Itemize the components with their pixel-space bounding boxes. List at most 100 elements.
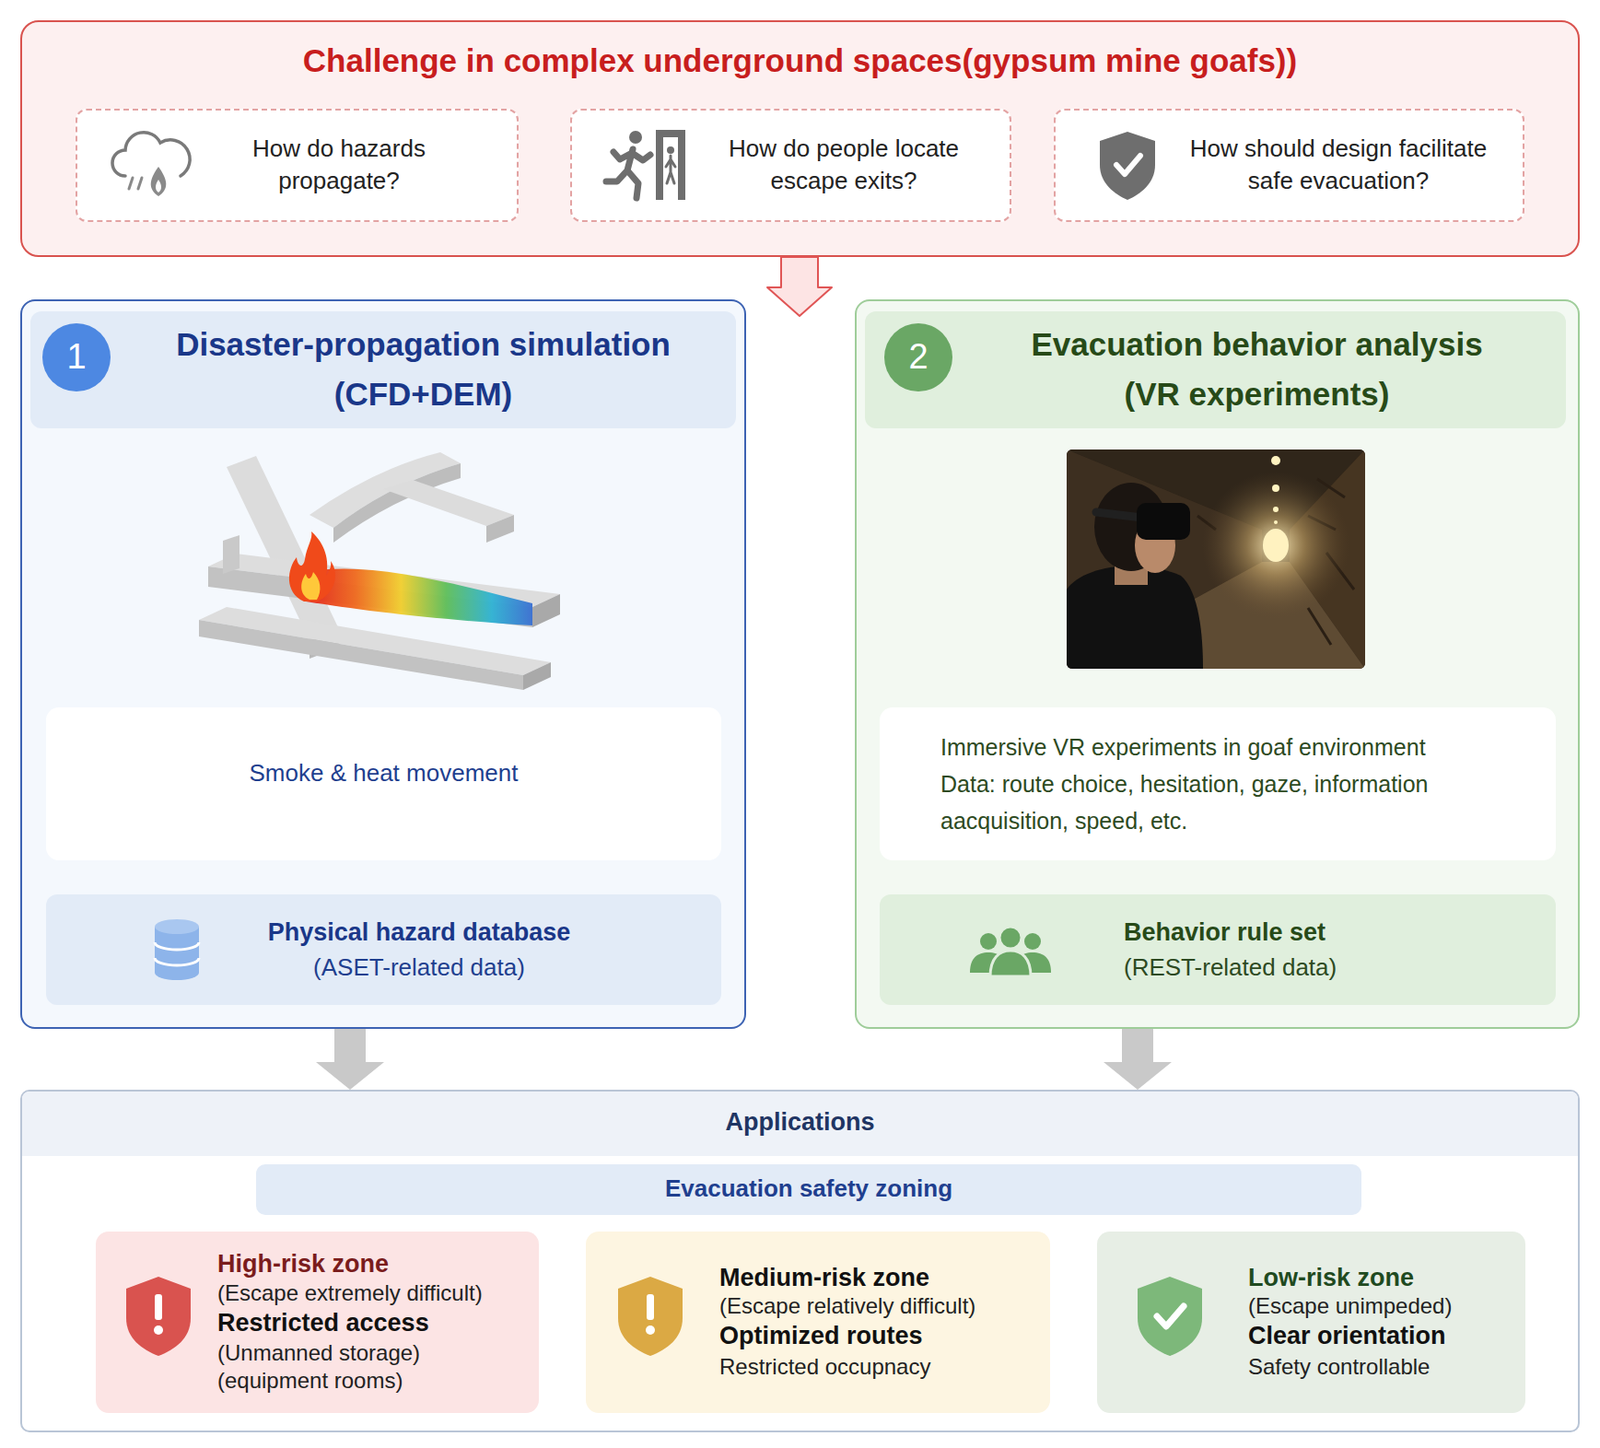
vr-experiment-photo-part [1094,482,1168,572]
circle-fill [42,323,111,392]
tunnel-cfd-illustration [198,452,561,690]
text-stack: Behavior rule set(REST-related data) [1123,914,1530,985]
vr-experiment-photo-part [1271,455,1281,466]
people-group-icon-part [1024,933,1041,950]
escape-runner-icon-part [666,146,675,154]
tunnel-cfd-illustration-part [289,531,336,602]
people-group-icon-part [990,950,1031,977]
vr-experiment-photo-part [1096,512,1143,518]
flow-block-arrow [1103,1028,1172,1090]
people-group-icon-part [969,952,1007,973]
tunnel-cfd-illustration-part [208,566,533,628]
box-text: How do people locate escape exits? [705,132,982,198]
tunnel-cfd-illustration-part [226,455,339,641]
box-text: Disaster-propagation simulation (CFD+DEM… [116,319,730,421]
text-stack: Physical hazard database(ASET-related da… [230,914,608,985]
vr-experiment-photo-part [1272,506,1279,513]
risk-zone-box: Medium-risk zone(Escape relatively diffi… [585,1231,1051,1414]
box-text: Restricted access [217,1307,534,1340]
tunnel-cfd-illustration-part [198,607,551,676]
rule-set-box: Behavior rule set(REST-related data) [879,894,1556,1005]
people-group-icon-part [999,926,1022,949]
box-text: Data: route choice, hesitation, gaze, in… [940,765,1549,840]
box-text: Medium-risk zone [719,1262,1044,1293]
text-stack: Low-risk zone(Escape unimpeded)Clear ori… [1248,1262,1520,1382]
vr-experiment-photo-part [1202,471,1350,619]
tunnel-cfd-illustration-part [222,535,240,574]
behavior-panel: Evacuation behavior analysis (VR experim… [854,299,1580,1029]
applications-panel: ApplicationsEvacuation safety zoningHigh… [20,1089,1580,1433]
result-box: Immersive VR experiments in goaf environ… [879,707,1556,861]
design-shield-icon-part [1116,155,1141,175]
step-number-circle: 1 [42,323,111,392]
box-text: (Escape relatively difficult) [719,1292,1044,1320]
text-stack: 1 [42,336,111,379]
escape-runner-icon-part [655,129,686,200]
tunnel-cfd-illustration-part [208,553,561,608]
question-box: How should design facilitate safe evacua… [1053,108,1525,222]
box-text: (Escape extremely difficult) [217,1279,534,1308]
vr-experiment-photo-part [1066,565,1203,669]
vr-experiment-photo-part [1134,517,1176,573]
tunnel-cfd-illustration-part [523,662,551,690]
database-icon-part [154,965,199,981]
high-risk-shield-part [154,1294,163,1320]
tunnel-cfd-illustration-part [383,479,514,526]
tunnel-cfd-illustration-part [486,514,514,543]
escape-runner-icon [606,129,686,200]
box-text: Evacuation safety zoning [256,1174,1362,1203]
medium-risk-shield [618,1276,683,1356]
tunnel-cfd-illustration-part [532,594,561,628]
high-risk-shield [126,1276,191,1356]
tunnel-cfd-illustration-part [333,463,461,543]
text-stack: Medium-risk zone(Escape relatively diffi… [719,1262,1044,1382]
risk-zone-box: Low-risk zone(Escape unimpeded)Clear ori… [1097,1231,1526,1414]
box-text: Evacuation behavior analysis (VR experim… [1015,319,1499,421]
low-risk-shield [1137,1276,1203,1356]
vr-experiment-photo-part [1066,449,1262,669]
box-text: Challenge in complex underground spaces(… [20,41,1580,81]
low-risk-shield-part [1137,1276,1203,1356]
box-text: How do hazards propagate? [205,132,473,198]
question-box: How do hazards propagate? [75,108,519,222]
escape-runner-icon-part [606,149,651,199]
box-text: (equipment rooms) [217,1366,534,1395]
box-text: (ASET-related data) [230,950,608,984]
zoning-band: Evacuation safety zoning [256,1164,1362,1215]
box-text: 1 [42,336,111,379]
text-stack: How do hazards propagate? [205,132,473,198]
medium-risk-shield-part [646,1294,655,1320]
hazard-cloud-icon [112,132,190,197]
high-risk-shield-part [153,1325,164,1335]
box-text: Safety controllable [1248,1352,1520,1381]
vr-experiment-photo-part [1262,528,1289,562]
vr-experiment-photo-part [1197,478,1355,645]
database-icon-part [154,926,199,973]
design-shield-icon [1099,131,1156,200]
circle-fill [884,323,953,392]
hazard-cloud-icon-part [151,166,167,197]
hazard-cloud-icon-part [112,132,190,176]
design-shield-icon-part [1099,131,1156,200]
people-group-icon [969,926,1052,977]
tunnel-cfd-illustration-part [198,619,524,690]
step-number-circle: 2 [884,323,953,392]
high-risk-shield-part [126,1276,191,1356]
box-text: Optimized routes [719,1319,1044,1353]
vr-experiment-photo-part [1066,449,1366,669]
escape-runner-icon-part [629,130,643,144]
box-text: Restricted occupnacy [719,1352,1044,1381]
vr-experiment-photo-part [1136,502,1191,540]
box-text: (REST-related data) [1123,950,1530,984]
tunnel-cfd-illustration-part [309,629,339,659]
text-stack: Evacuation safety zoning [256,1174,1362,1203]
database-icon-part [154,919,199,935]
hazard-cloud-icon-part [128,177,142,189]
tunnel-cfd-illustration-part [305,568,533,626]
box-text: Immersive VR experiments in goaf environ… [940,728,1549,766]
vr-experiment-photo-part [1114,557,1148,585]
box-text: Applications [20,1107,1580,1137]
